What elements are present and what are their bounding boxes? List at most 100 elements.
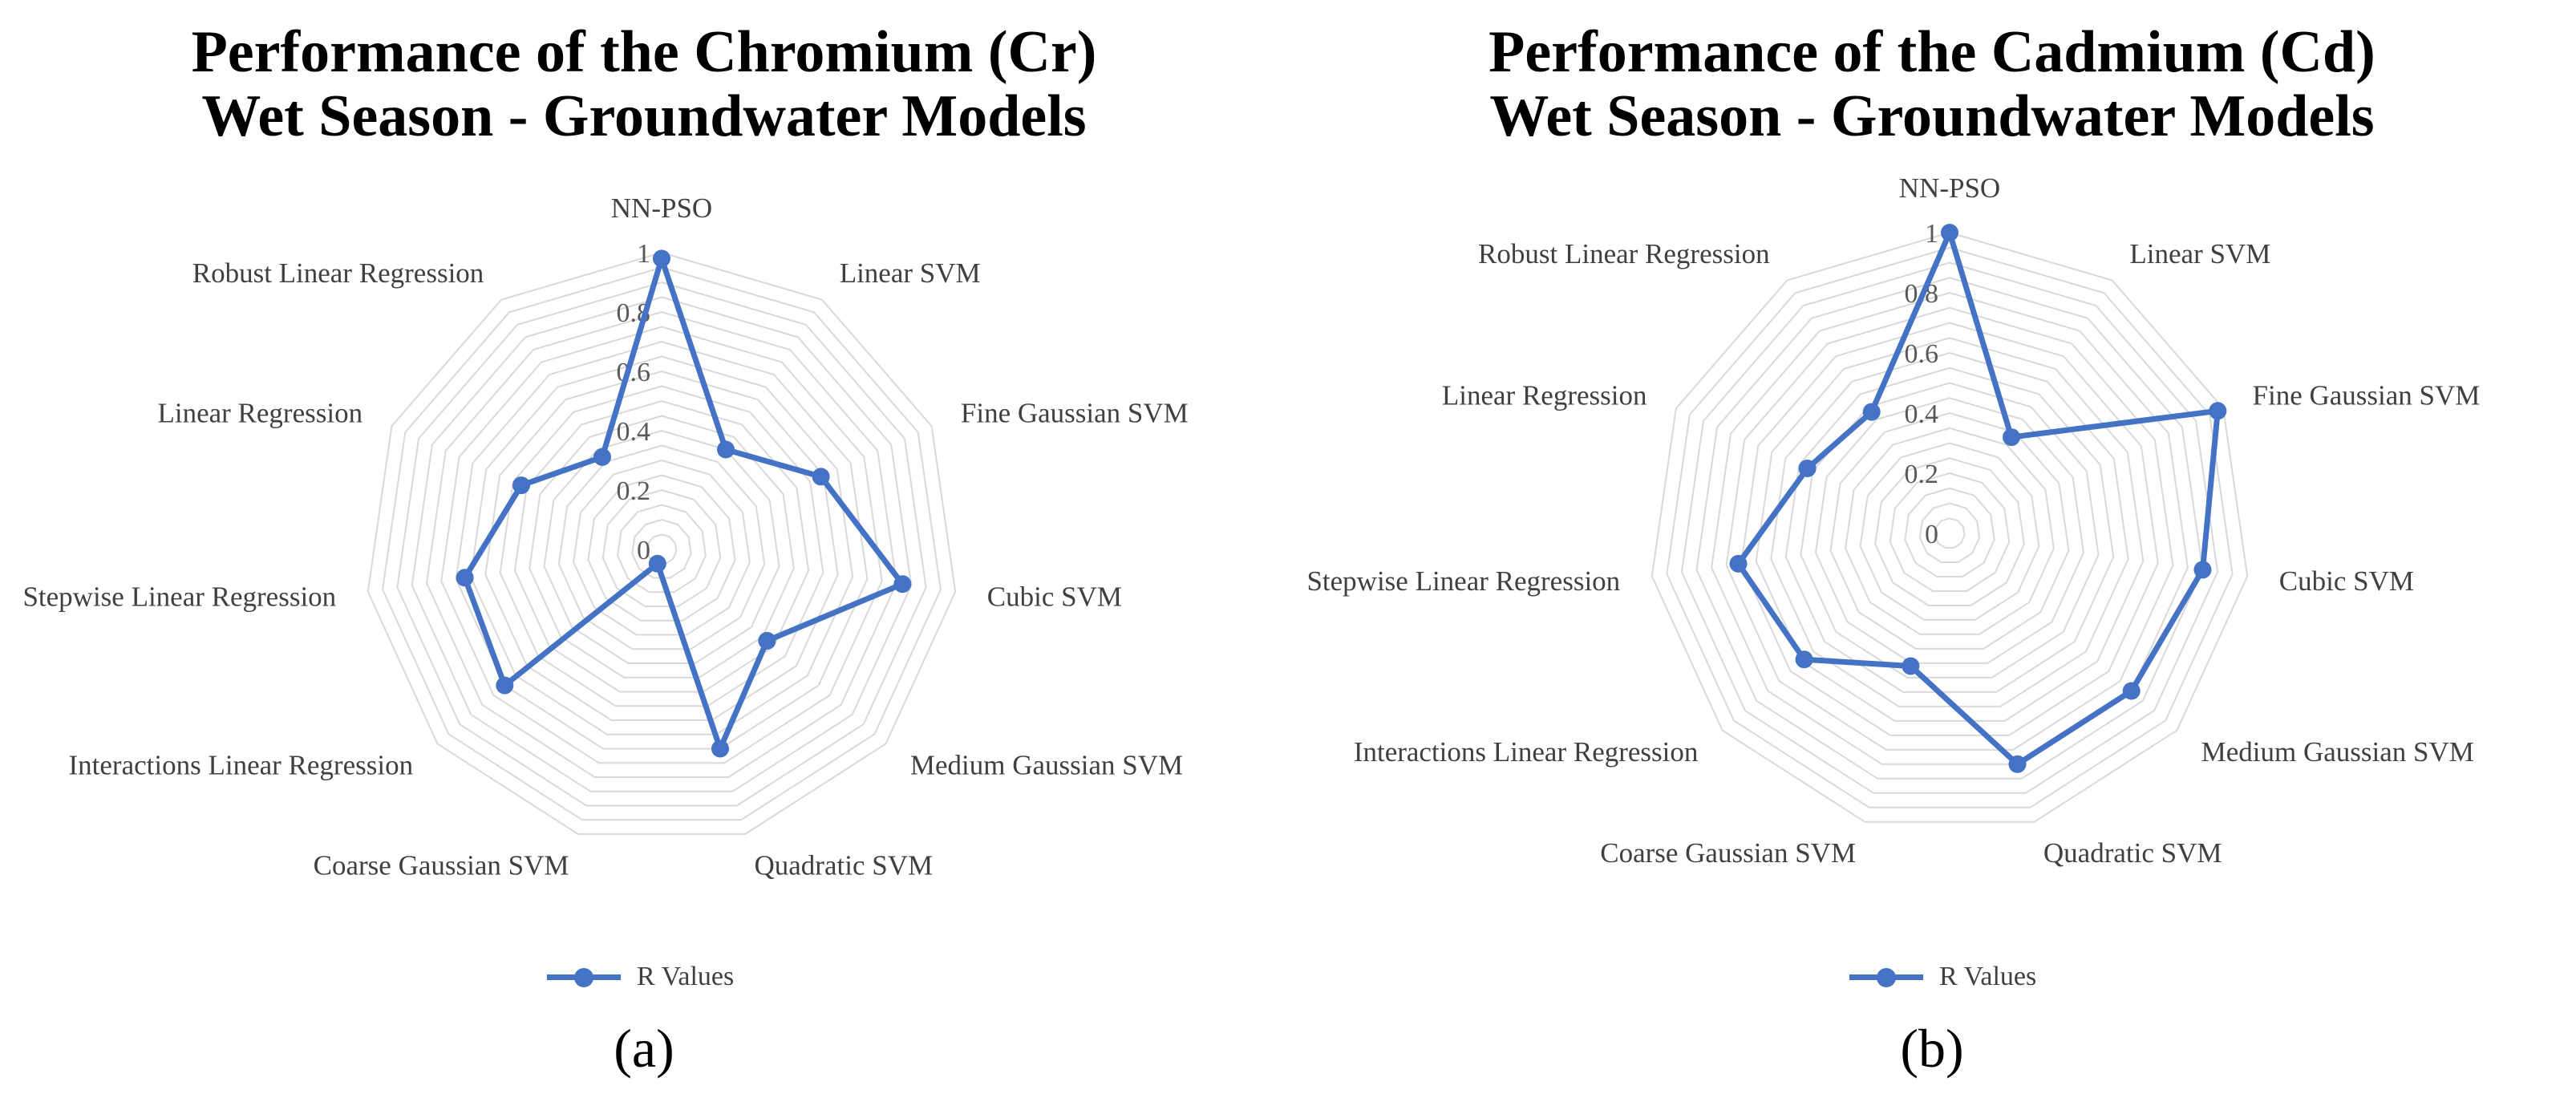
radar-gridline <box>484 370 839 721</box>
category-label-stepwise-linear-regression: Stepwise Linear Regression <box>1306 565 1620 597</box>
data-point-robust-linear-regression <box>593 448 611 466</box>
radar-grid <box>367 251 957 835</box>
data-point-quadratic-svm <box>2008 755 2027 773</box>
chart-title-line-2: Wet Season - Groundwater Models <box>201 83 1087 149</box>
radar-gridline <box>1755 337 2145 722</box>
category-label-linear-svm: Linear SVM <box>2129 238 2270 269</box>
tick-label: 0.4 <box>1905 399 1939 429</box>
data-point-interactions-linear-regression <box>1795 650 1813 669</box>
radar-gridline <box>425 310 898 778</box>
tick-label: 0.2 <box>1905 460 1939 489</box>
tick-label: 0 <box>1925 520 1938 549</box>
radar-gridline <box>617 504 707 594</box>
radar-panel-a: Performance of the Chromium (Cr) Wet Sea… <box>0 19 1288 1079</box>
series-line <box>462 255 905 752</box>
data-point-coarse-gaussian-svm <box>1902 657 1920 675</box>
category-label-medium-gaussian-svm: Medium Gaussian SVM <box>2201 736 2474 768</box>
radar-gridline <box>455 340 869 750</box>
radar-gridline <box>1680 261 2219 794</box>
data-point-stepwise-linear-regression <box>1729 554 1748 573</box>
category-label-robust-linear-regression: Robust Linear Regression <box>1478 238 1770 269</box>
category-label-fine-gaussian-svm: Fine Gaussian SVM <box>2253 380 2481 411</box>
radar-gridline <box>513 399 810 693</box>
category-label-linear-regression: Linear Regression <box>157 398 363 429</box>
radial-tick-labels: 00.20.40.60.81 <box>1905 219 1939 549</box>
legend-item-r-values: R Values <box>1849 953 2036 1001</box>
chart-title-line-2: Wet Season - Groundwater Models <box>1489 83 2375 149</box>
radar-gridline <box>499 385 824 707</box>
category-label-cubic-svm: Cubic SVM <box>2279 565 2414 597</box>
category-label-coarse-gaussian-svm: Coarse Gaussian SVM <box>1600 837 1856 869</box>
data-point-fine-gaussian-svm <box>812 468 830 486</box>
chart-title-line-1: Performance of the Cadmium (Cd) <box>1488 19 2376 85</box>
category-label-interactions-linear-regression: Interactions Linear Regression <box>1354 736 1699 768</box>
data-point-nn-pso <box>653 249 670 268</box>
data-point-coarse-gaussian-svm <box>648 554 666 573</box>
tick-label: 1 <box>637 239 650 269</box>
radar-gridline <box>587 474 736 622</box>
radar-gridline <box>1934 517 1966 549</box>
radar-gridline <box>411 296 913 792</box>
tick-label: 0.2 <box>617 476 651 506</box>
tick-label: 1 <box>1925 219 1938 249</box>
data-point-medium-gaussian-svm <box>758 631 776 650</box>
radar-gridline <box>1904 487 1995 577</box>
data-point-fine-gaussian-svm <box>2209 402 2227 420</box>
data-point-nn-pso <box>1941 224 1958 241</box>
tick-label: 0 <box>637 536 650 565</box>
radar-gridline <box>1829 411 2070 650</box>
radar-gridline <box>1711 291 2189 765</box>
radar-gridline <box>1859 442 2040 621</box>
data-point-linear-svm <box>717 440 735 459</box>
data-point-cubic-svm <box>2193 561 2212 579</box>
radar-gridline <box>573 459 751 636</box>
legend-label: R Values <box>637 962 735 991</box>
radial-tick-labels: 00.20.40.60.81 <box>617 239 651 565</box>
series-r-values <box>456 249 912 758</box>
panel-label: (a) <box>614 1018 674 1079</box>
data-point-medium-gaussian-svm <box>2122 682 2141 700</box>
category-label-quadratic-svm: Quadratic SVM <box>2043 837 2222 869</box>
radar-gridline <box>1740 322 2159 736</box>
radar-gridline <box>1800 382 2100 679</box>
radar-gridline <box>557 444 766 650</box>
data-point-linear-regression <box>512 476 530 495</box>
radar-gridline <box>1651 231 2249 823</box>
data-point-quadratic-svm <box>711 739 729 758</box>
radar-panel-b: Performance of the Cadmium (Cd) Wet Seas… <box>1288 0 2576 1106</box>
category-label-robust-linear-regression: Robust Linear Regression <box>192 257 484 289</box>
radar-gridline <box>469 355 854 735</box>
chart-legend: R Values <box>0 953 1288 1001</box>
radar-gridline <box>1889 472 2011 592</box>
series-line <box>1736 229 2221 768</box>
radar-gridline <box>601 488 722 607</box>
category-label-stepwise-linear-regression: Stepwise Linear Regression <box>22 581 336 612</box>
data-point-stepwise-linear-regression <box>456 569 474 587</box>
series-r-values <box>1729 224 2227 773</box>
category-label-coarse-gaussian-svm: Coarse Gaussian SVM <box>314 849 569 881</box>
legend-label: R Values <box>1939 962 2037 991</box>
radar-gridline <box>1666 246 2234 808</box>
data-point-linear-svm <box>2003 428 2020 447</box>
radar-gridline <box>1918 502 1981 563</box>
category-label-fine-gaussian-svm: Fine Gaussian SVM <box>961 398 1189 429</box>
tick-label: 0.6 <box>1905 339 1939 369</box>
data-point-cubic-svm <box>893 575 912 594</box>
radar-gridline <box>367 251 957 835</box>
radar-gridline <box>1770 351 2129 707</box>
category-label-cubic-svm: Cubic SVM <box>987 581 1122 612</box>
radar-gridline <box>1784 367 2115 693</box>
radar-gridline <box>1814 397 2085 664</box>
radar-gridline <box>1874 457 2025 606</box>
panel-label: (b) <box>1900 1018 1964 1079</box>
category-label-interactions-linear-regression: Interactions Linear Regression <box>69 750 414 781</box>
radar-grid <box>1651 231 2249 823</box>
data-point-interactions-linear-regression <box>496 676 514 695</box>
legend-item-r-values: R Values <box>547 953 734 1001</box>
category-label-medium-gaussian-svm: Medium Gaussian SVM <box>910 750 1183 781</box>
data-point-linear-regression <box>1798 460 1817 477</box>
tick-label: 0.4 <box>617 417 651 447</box>
